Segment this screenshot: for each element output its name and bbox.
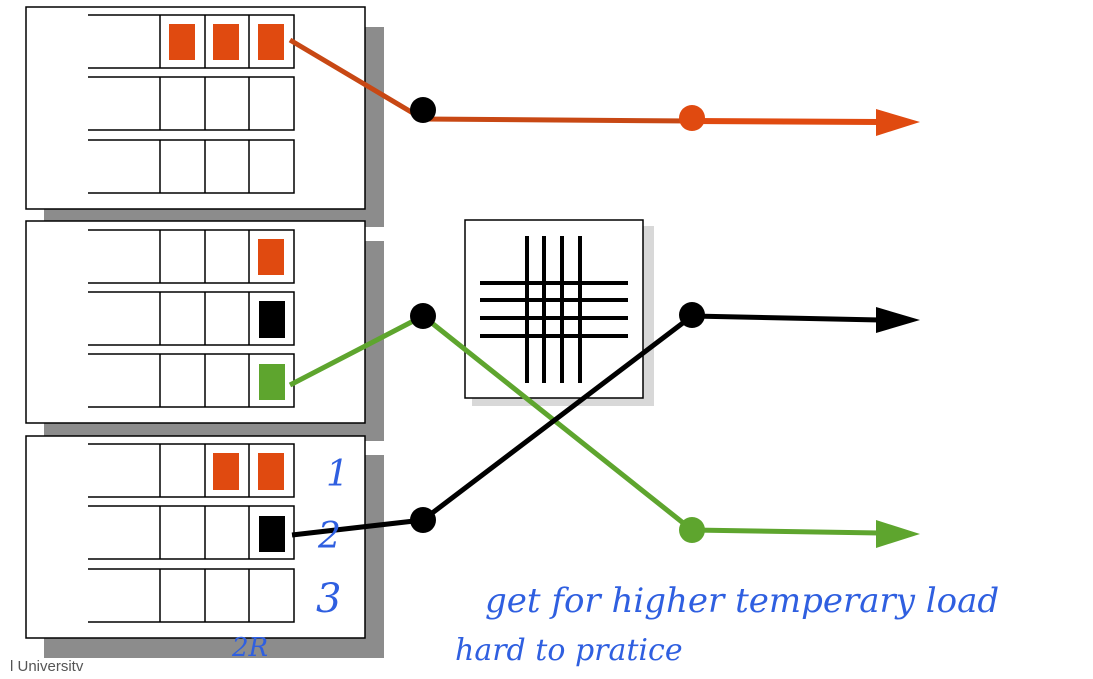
node-orange-output xyxy=(679,105,705,131)
input-buffer-2 xyxy=(25,220,366,424)
queue-1-1 xyxy=(88,14,295,69)
annotation-note-line-2: hard to pratice xyxy=(455,633,683,668)
annotation-note-line-1: get for higher temperary load xyxy=(485,581,999,621)
node-orange-junction xyxy=(410,97,436,123)
queue-3-1 xyxy=(88,443,295,498)
footer-text: l Universitv xyxy=(10,658,84,675)
packet-orange xyxy=(258,24,284,60)
queue-3-3 xyxy=(88,568,295,623)
node-green-junction xyxy=(410,303,436,329)
packet-black xyxy=(259,516,285,552)
input-buffer-1 xyxy=(25,6,366,210)
input-buffer-3 xyxy=(25,435,366,639)
path-green xyxy=(288,313,920,548)
packet-black xyxy=(259,301,285,338)
queue-2-1 xyxy=(88,229,295,284)
annotation-row-1: 1 xyxy=(326,454,349,495)
queue-2-2 xyxy=(88,291,295,346)
node-black-input xyxy=(410,507,436,533)
path-black xyxy=(291,302,920,538)
packet-orange xyxy=(258,239,284,275)
arrow-head-black xyxy=(876,307,920,333)
arrow-head-orange xyxy=(876,109,920,136)
packet-orange xyxy=(169,24,195,60)
annotation-row-2: 2 xyxy=(317,516,341,557)
path-orange xyxy=(288,37,920,136)
node-green-output xyxy=(679,517,705,543)
arrow-head-green xyxy=(876,520,920,548)
packet-orange xyxy=(213,453,239,490)
queue-1-2 xyxy=(88,76,295,131)
packet-orange xyxy=(258,453,284,490)
annotation-2r: 2R xyxy=(231,633,268,663)
packet-green xyxy=(259,364,285,400)
queue-3-2 xyxy=(88,505,295,560)
queue-1-3 xyxy=(88,139,295,194)
packet-orange xyxy=(213,24,239,60)
crossbar-icon xyxy=(464,219,654,406)
annotation-row-3: 3 xyxy=(316,576,341,622)
node-black-output xyxy=(679,302,705,328)
